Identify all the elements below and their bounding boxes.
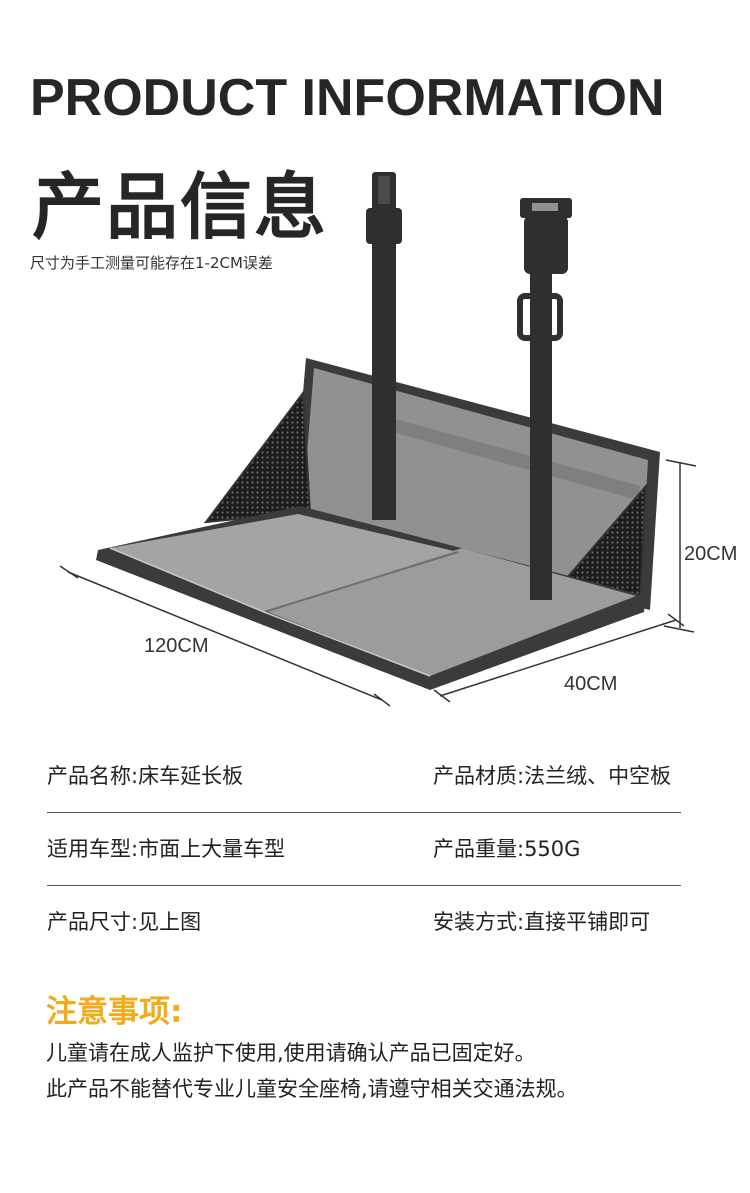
length-label: 120CM (144, 635, 208, 657)
notice-line-1: 儿童请在成人监护下使用,使用请确认产品已固定好。 (46, 1041, 536, 1065)
title-english: PRODUCT INFORMATION (30, 69, 665, 127)
notice-title: 注意事项: (46, 994, 183, 1030)
spec-size: 产品尺寸:见上图 (47, 910, 202, 934)
title-chinese: 产品信息 (32, 165, 329, 249)
dimension-depth: 40CM (433, 613, 685, 703)
dimension-height: 20CM (663, 459, 737, 633)
product-illustration: 120CM 40CM 20CM (59, 172, 737, 707)
left-mesh-panel (203, 390, 312, 524)
strap-right (517, 198, 572, 600)
height-label: 20CM (684, 543, 737, 565)
spec-installation: 安装方式:直接平铺即可 (433, 910, 651, 934)
dimension-length: 120CM (59, 565, 391, 707)
spec-row: 适用车型:市面上大量车型 产品重量:550G (47, 813, 681, 886)
spec-row: 产品名称:床车延长板 产品材质:法兰绒、中空板 (47, 740, 681, 813)
spec-material: 产品材质:法兰绒、中空板 (433, 764, 672, 788)
spec-row: 产品尺寸:见上图 安装方式:直接平铺即可 (47, 886, 681, 958)
measurement-note: 尺寸为手工测量可能存在1-2CM误差 (30, 254, 273, 272)
spec-vehicle: 适用车型:市面上大量车型 (47, 837, 286, 861)
spec-weight: 产品重量:550G (433, 837, 581, 861)
notice-line-2: 此产品不能替代专业儿童安全座椅,请遵守相关交通法规。 (46, 1077, 578, 1101)
depth-label: 40CM (564, 673, 617, 695)
spec-table: 产品名称:床车延长板 产品材质:法兰绒、中空板 适用车型:市面上大量车型 产品重… (47, 740, 681, 958)
strap-left (366, 172, 402, 520)
spec-product-name: 产品名称:床车延长板 (47, 764, 244, 788)
